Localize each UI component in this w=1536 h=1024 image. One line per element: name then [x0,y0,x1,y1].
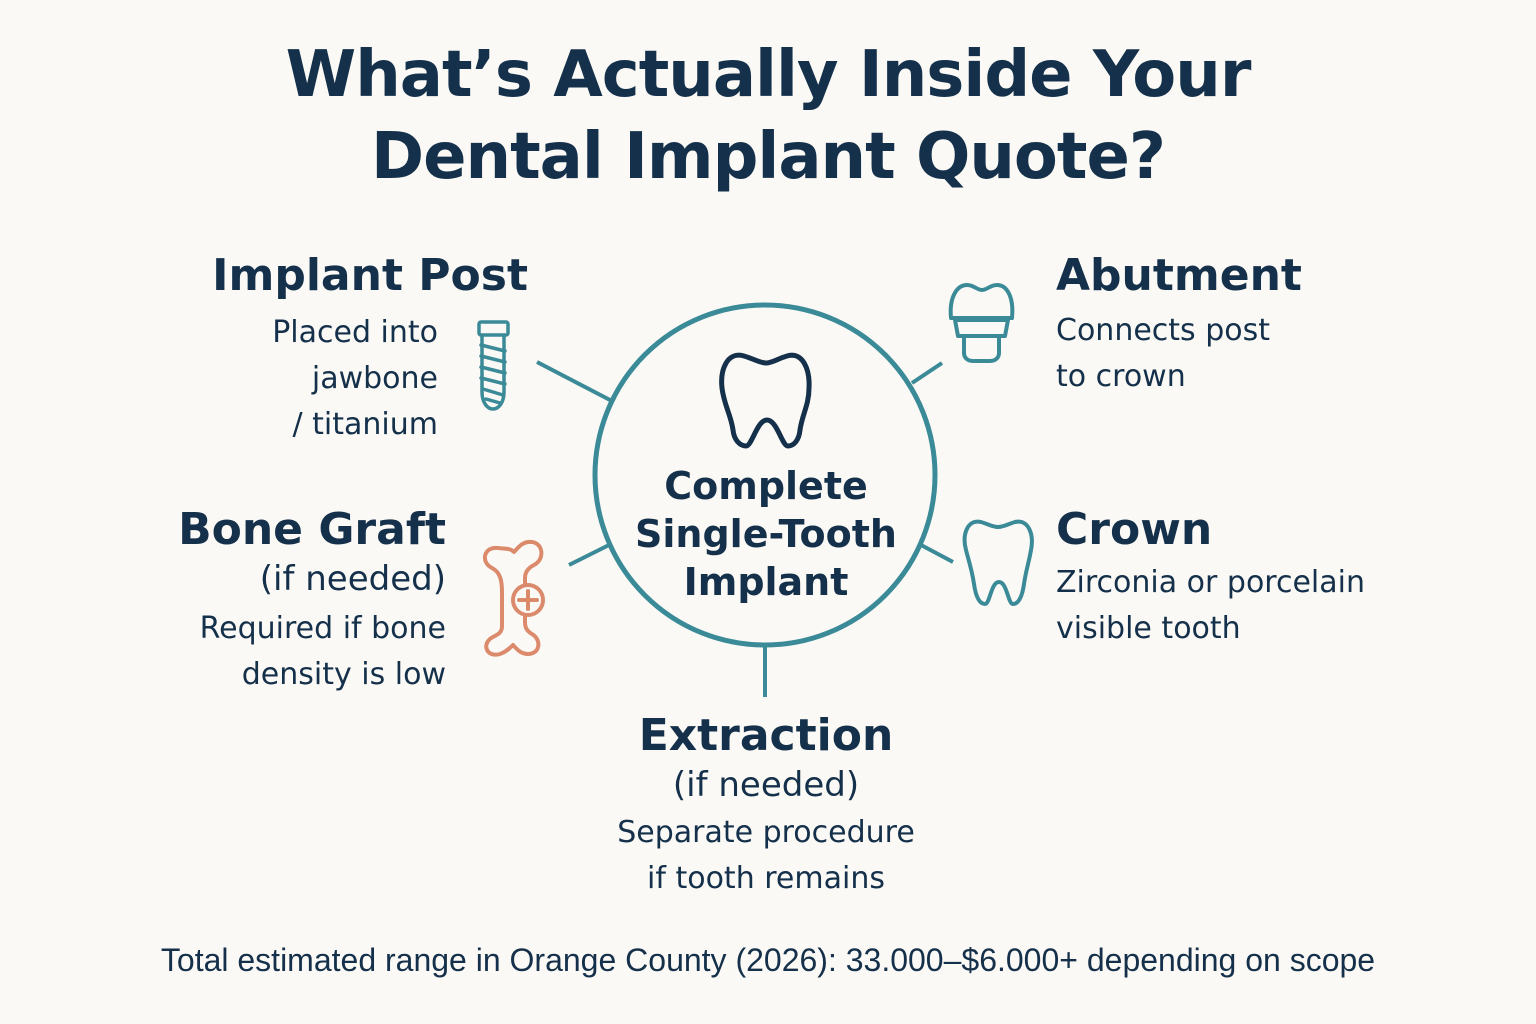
center-label-line-3: Implant [683,560,849,604]
connector-abutment [910,361,944,385]
title-line-1: What’s Actually Inside Your [285,38,1252,112]
bone-graft-qualifier: (if needed) [259,559,446,599]
crown-desc-line-2: visible tooth [1056,611,1241,646]
implant-post-block: Implant Post [212,250,528,302]
abutment-desc-line-1: Connects post [1056,313,1270,348]
extraction-heading: Extraction [638,710,894,761]
implant-post-heading: Implant Post [212,250,528,301]
abutment-block: Abutment Connects post to crown [1056,250,1302,400]
abutment-icon [948,283,1015,363]
abutment-heading: Abutment [1056,250,1302,301]
crown-block: Crown Zirconia or porcelain visible toot… [1056,504,1365,652]
crown-tooth-icon [962,519,1034,606]
page-title: What’s Actually Inside Your Dental Impla… [0,34,1536,198]
extraction-qualifier: (if needed) [672,765,860,805]
extraction-desc-line-1: Separate procedure [617,815,915,850]
bone-plus-icon [482,539,545,657]
extraction-block: Extraction (if needed) Separate procedur… [566,710,966,902]
abutment-desc-line-2: to crown [1056,359,1186,394]
cost-range-footer: Total estimated range in Orange County (… [160,942,1376,978]
implant-post-desc-line-3: / titanium [292,407,438,442]
title-line-2: Dental Implant Quote? [370,120,1166,194]
crown-heading: Crown [1056,504,1213,555]
center-label-line-2: Single-Tooth [635,512,897,556]
center-label-line-1: Complete [664,464,868,508]
connector-crown [920,543,954,564]
implant-post-description: Placed into jawbone / titanium [272,310,438,448]
connector-bone-graft [568,543,610,567]
bone-graft-desc-line-2: density is low [241,657,446,692]
implant-screw-icon [477,320,510,411]
bone-graft-block: Bone Graft (if needed) Required if bone … [178,504,446,698]
implant-post-desc-line-1: Placed into [272,315,438,350]
connector-implant-post [536,360,611,402]
bone-graft-heading: Bone Graft [178,504,446,555]
implant-post-desc-line-2: jawbone [311,361,438,396]
center-label: Complete Single-Tooth Implant [614,462,918,606]
crown-desc-line-1: Zirconia or porcelain [1056,565,1365,600]
tooth-icon [719,352,812,449]
extraction-desc-line-2: if tooth remains [647,861,885,896]
bone-graft-desc-line-1: Required if bone [199,611,446,646]
